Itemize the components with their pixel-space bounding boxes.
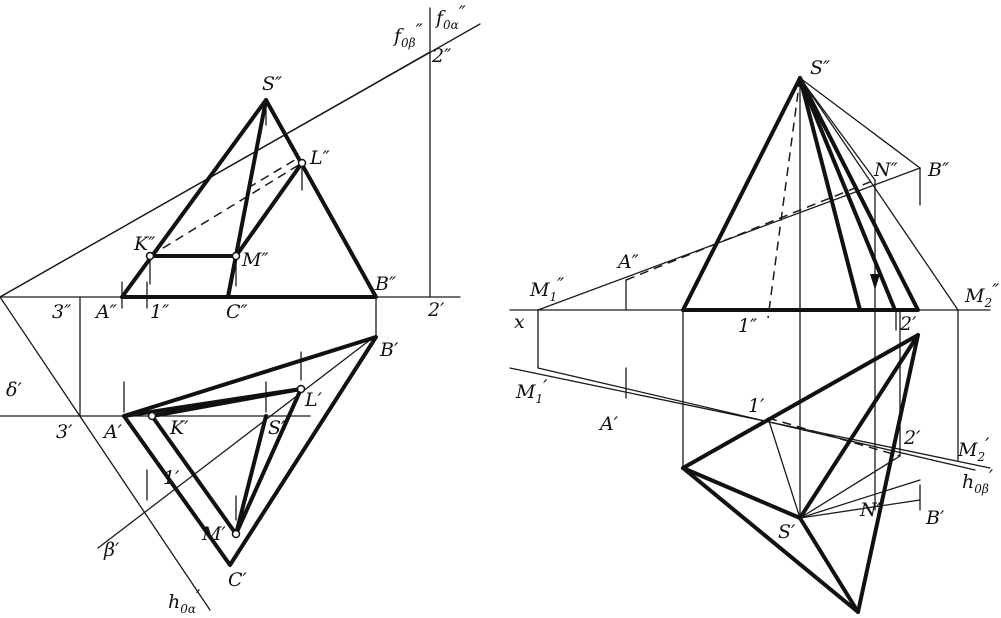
label-S2: S″	[262, 73, 282, 95]
h0b-trace	[537, 367, 976, 471]
point-M1	[231, 529, 241, 539]
point-K1	[147, 411, 157, 421]
edge-r1	[798, 76, 862, 312]
label-S1: S′	[268, 417, 286, 439]
label-M2-2: M2″	[964, 280, 999, 310]
label-2a: 2″	[431, 45, 451, 67]
hidden-K2-L2	[149, 162, 303, 257]
label-A2r: A″	[616, 251, 639, 273]
label-B2: B″	[374, 273, 396, 295]
edge-S1-C1	[234, 414, 268, 536]
label-x: x	[514, 311, 525, 333]
label-delta: δ′	[6, 379, 22, 401]
label-C1: C′	[228, 569, 248, 591]
fan-4	[767, 417, 801, 519]
edge-A1-L1	[122, 387, 303, 418]
label-1a: 1″	[150, 301, 169, 323]
hidden-S-1	[767, 77, 801, 319]
label-3b: 3′	[56, 421, 73, 443]
label-K1: K′	[169, 417, 189, 439]
label-M1-1: M1′	[515, 376, 548, 406]
label-S2r: S″	[810, 57, 830, 79]
arrow-N	[870, 274, 880, 290]
edge-r3	[681, 466, 802, 520]
label-B2r: B″	[927, 159, 949, 181]
section-front-stem	[226, 254, 238, 299]
label-L2: L″	[309, 147, 330, 169]
edge-r5	[798, 516, 860, 614]
pyramid-front-outline	[120, 98, 378, 299]
label-beta: β′	[103, 539, 120, 561]
label-N2r: N″	[873, 159, 898, 181]
edge-r2	[798, 76, 897, 312]
label-L1: L′	[304, 389, 323, 411]
label-2c-r: 2′	[903, 427, 921, 449]
ray-S-N	[799, 77, 876, 181]
label-M2: M″	[241, 249, 269, 271]
pyramid-top-outline-r	[681, 333, 920, 614]
label-K2: K″	[133, 233, 155, 255]
hidden-1-2	[767, 417, 901, 457]
label-3a: 3″	[52, 301, 71, 323]
label-M1-2: M1″	[529, 274, 564, 304]
edge-r4	[798, 333, 920, 520]
label-2b: 2′	[427, 299, 445, 321]
label-1b-r: 1′	[748, 395, 765, 417]
label-S1r: S′	[778, 521, 796, 543]
ray-S-M2	[799, 77, 959, 311]
label-M1: M′	[201, 523, 226, 545]
point-L2	[297, 158, 307, 168]
label-2b-r: 2′	[899, 313, 917, 335]
hidden-top	[247, 157, 299, 189]
label-1a-r: 1″	[738, 315, 757, 337]
label-B1: B′	[379, 339, 399, 361]
label-A1r: A′	[598, 413, 619, 435]
label-h0b: h0β′	[962, 466, 994, 496]
label-M2-1: M2′	[957, 434, 990, 464]
label-C2: C″	[226, 301, 248, 323]
label-f0a: f0α″	[434, 2, 466, 32]
label-N1r: N′	[859, 499, 882, 521]
point-M2	[231, 251, 241, 261]
label-A2: A″	[94, 301, 117, 323]
beta-trace	[97, 339, 371, 549]
h0a-trace	[0, 296, 211, 611]
label-A1: A′	[102, 421, 123, 443]
ray-S-B2	[799, 77, 921, 169]
label-f0b: f0β″	[392, 20, 423, 50]
label-1b: 1′	[163, 467, 180, 489]
fan-2	[799, 455, 901, 519]
point-L1	[296, 384, 306, 394]
label-B1r: B′	[925, 507, 945, 529]
right-figure: S″ N″ B″ A″ M1″ M2″ x 1″ 2′ M1′ A′ 1′ 2′…	[509, 57, 999, 614]
pyramid-front-outline-r	[681, 76, 920, 312]
pyramid-top-outline	[122, 335, 378, 567]
f0b-trace-lower	[0, 51, 431, 298]
left-figure: S″ L″ K″ M″ B″ A″ 1″ C″ 3″ 2′ 2″ f0β″ f0…	[0, 2, 481, 616]
label-h0a: h0α′	[168, 586, 201, 616]
pyramid-top-edges	[150, 387, 303, 536]
point-K2	[145, 251, 155, 261]
fan-1	[799, 499, 921, 519]
fan-3	[799, 479, 921, 519]
